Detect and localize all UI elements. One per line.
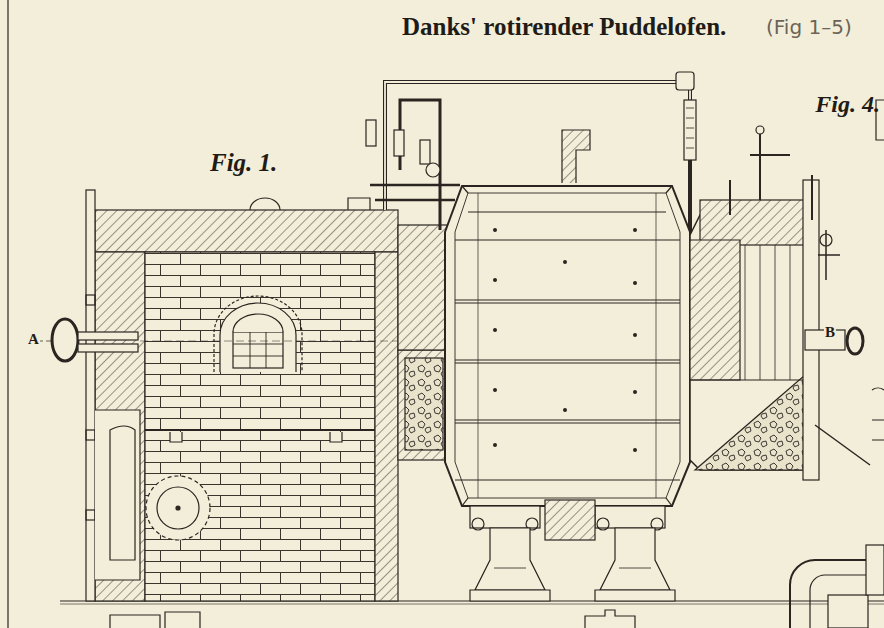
section-mark: A <box>27 332 40 347</box>
plate-title: Danks' rotirender Puddelofen. <box>402 14 726 39</box>
figure-label: Fig. 4. <box>815 92 880 116</box>
figure-range: (Fig 1–5) <box>766 17 852 37</box>
section-mark: B <box>824 325 836 340</box>
figure-label: Fig. 1. <box>210 150 277 175</box>
